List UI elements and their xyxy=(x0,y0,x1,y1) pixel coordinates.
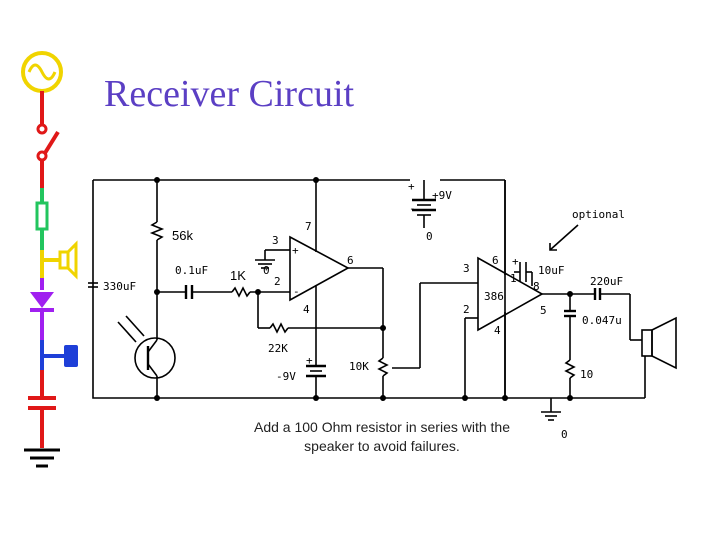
pin-3a-label: 3 xyxy=(272,234,279,247)
node-0-opamp: 0 xyxy=(263,264,270,277)
supply-neg-label: -9V xyxy=(276,370,296,383)
c01-label: 0.1uF xyxy=(175,264,208,277)
pin-2a-label: 2 xyxy=(274,275,281,288)
node-0-top: 0 xyxy=(426,230,433,243)
r1k-label: 1K xyxy=(230,268,246,283)
amp386-label: 386 xyxy=(484,290,504,303)
r56k-label: 56k xyxy=(172,228,193,243)
opamp-minus-mark: - xyxy=(293,285,300,298)
speaker-icon xyxy=(42,240,78,280)
resistor-icon xyxy=(35,201,49,231)
design-note: Add a 100 Ohm resistor in series with th… xyxy=(253,419,510,454)
battery2-plus-mark: + xyxy=(306,354,313,367)
slide-title: Receiver Circuit xyxy=(104,73,355,115)
pin-8-label: 8 xyxy=(533,280,540,293)
c330-label: 330uF xyxy=(103,280,136,293)
pin-6a-label: 6 xyxy=(347,254,354,267)
symbol-toolbar xyxy=(21,51,78,468)
switch-icon xyxy=(36,123,60,162)
r22k-label: 22K xyxy=(268,342,288,355)
optional-label: optional xyxy=(572,208,625,221)
opamp-plus-mark: + xyxy=(292,244,299,257)
pin-6b-label: 6 xyxy=(492,254,499,267)
battery-plus-mark: + xyxy=(408,180,415,193)
pin-7-label: 7 xyxy=(305,220,312,233)
pin-1-label: 1 xyxy=(510,272,517,285)
pin-4b-label: 4 xyxy=(494,324,501,337)
battery-minus-mark: - xyxy=(409,202,416,215)
ground-icon xyxy=(24,448,60,468)
r10-label: 10 xyxy=(580,368,593,381)
pin-5-label: 5 xyxy=(540,304,547,317)
pin-3b-label: 3 xyxy=(463,262,470,275)
pin-4a-label: 4 xyxy=(303,303,310,316)
c10-plus-mark: + xyxy=(512,255,519,268)
c0047-label: 0.047u xyxy=(582,314,622,327)
c220-label: 220uF xyxy=(590,275,623,288)
supply-pos-label: +9V xyxy=(432,189,452,202)
c10-label: 10uF xyxy=(538,264,565,277)
battery-icon xyxy=(40,340,78,370)
pin-2b-label: 2 xyxy=(463,303,470,316)
pot10k-label: 10K xyxy=(349,360,369,373)
node-0-ground: 0 xyxy=(561,428,568,441)
